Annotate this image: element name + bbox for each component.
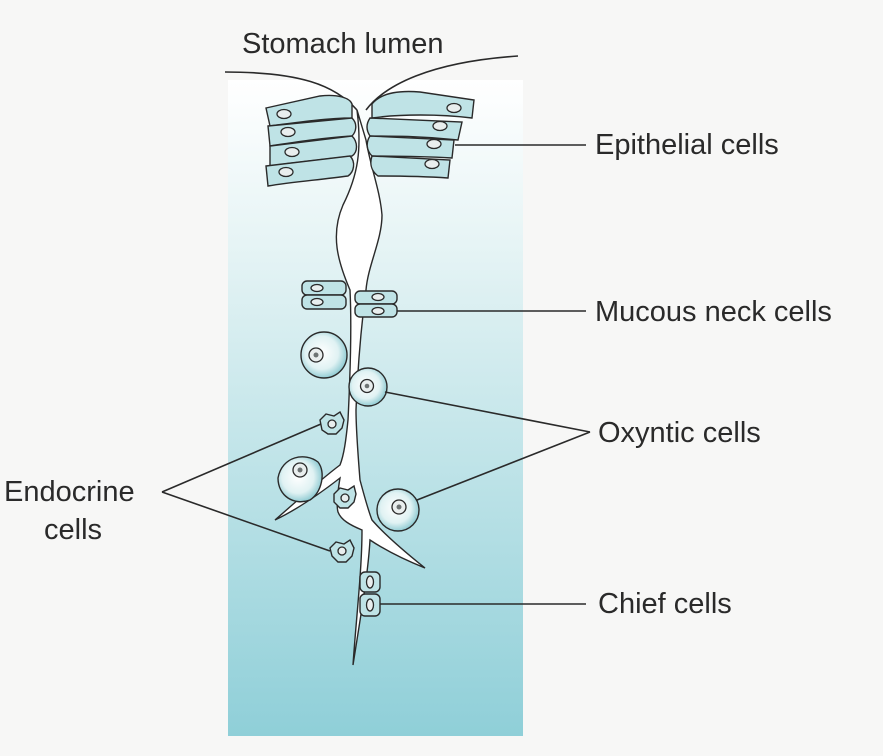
epithelial-cells-right (366, 90, 475, 179)
oxyntic-cells (277, 331, 420, 532)
stomach-lumen-label: Stomach lumen (242, 28, 444, 60)
endocrine-cells (319, 410, 357, 563)
oxyntic-cells-label: Oxyntic cells (598, 417, 761, 449)
endocrine-cells-label-line2: cells (44, 514, 103, 546)
epithelial-cells-left (265, 94, 358, 187)
leader-endocrine-upper (161, 423, 322, 493)
mucous-neck-cells-label: Mucous neck cells (595, 296, 832, 328)
leader-oxyntic-lower (416, 431, 591, 501)
epithelial-cells-label: Epithelial cells (595, 129, 779, 161)
endocrine-cells-label-line1: Endocrine (4, 476, 135, 508)
chief-cells (359, 571, 381, 617)
leader-oxyntic-upper (384, 391, 591, 433)
mucous-neck-cells (301, 280, 398, 318)
leader-endocrine-lower (161, 491, 331, 552)
chief-cells-label: Chief cells (598, 588, 732, 620)
